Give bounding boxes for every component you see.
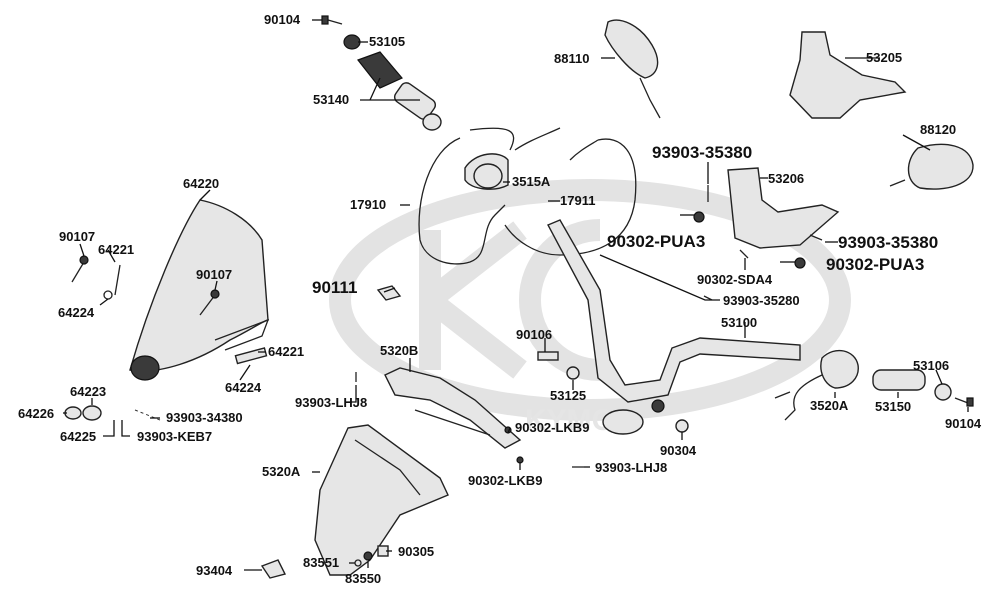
label-93903-35280: 93903-35280: [723, 293, 800, 308]
label-90302-PUA3-a: 90302-PUA3: [607, 232, 705, 251]
label-5320A: 5320A: [262, 464, 301, 479]
nut-90302-PUA3-b[interactable]: [794, 257, 806, 269]
label-64220: 64220: [183, 176, 219, 191]
label-64225: 64225: [60, 429, 96, 444]
handlebar-53100[interactable]: [547, 219, 801, 435]
bracket-90111[interactable]: [376, 285, 402, 301]
label-90305: 90305: [398, 544, 434, 559]
label-3520A: 3520A: [810, 398, 849, 413]
nut-83550[interactable]: [363, 551, 373, 561]
label-90104-top: 90104: [264, 12, 301, 27]
label-64221-a: 64221: [98, 242, 134, 257]
weight-53105[interactable]: [343, 34, 361, 50]
label-53150: 53150: [875, 399, 911, 414]
switch-3515A[interactable]: [464, 153, 509, 190]
screw-90104-right[interactable]: [954, 397, 974, 407]
label-93903-KEB7: 93903-KEB7: [137, 429, 212, 444]
washer-64224-a[interactable]: [103, 290, 113, 300]
label-93903-LHJ8-b: 93903-LHJ8: [595, 460, 667, 475]
label-90107-b: 90107: [196, 267, 232, 282]
grip-53150[interactable]: [872, 369, 926, 391]
label-64226: 64226: [18, 406, 54, 421]
label-90302-SDA4: 90302-SDA4: [697, 272, 773, 287]
label-90302-LKB9-b: 90302-LKB9: [468, 473, 542, 488]
label-64224-a: 64224: [58, 305, 95, 320]
cable-17911[interactable]: [504, 138, 637, 256]
label-64224-b: 64224: [225, 380, 262, 395]
label-17911: 17911: [560, 193, 595, 208]
cover-53206[interactable]: [727, 167, 840, 249]
nut-64226[interactable]: [64, 406, 82, 420]
label-83551: 83551: [303, 555, 339, 570]
nut-90302-SDA4[interactable]: [739, 249, 749, 259]
nut-90304[interactable]: [675, 419, 689, 433]
label-90106: 90106: [516, 327, 552, 342]
label-3515A: 3515A: [512, 174, 551, 189]
label-90302-PUA3-b: 90302-PUA3: [826, 255, 924, 274]
label-90104-right: 90104: [945, 416, 982, 431]
label-93903-34380: 93903-34380: [166, 410, 243, 425]
screw-90104-top[interactable]: [321, 15, 343, 25]
label-53140: 53140: [313, 92, 349, 107]
label-90107-a: 90107: [59, 229, 95, 244]
label-64223: 64223: [70, 384, 106, 399]
label-53125: 53125: [550, 388, 586, 403]
leader-lines: [63, 19, 969, 571]
weight-53106[interactable]: [934, 383, 952, 401]
label-93903-LHJ8-a: 93903-LHJ8: [295, 395, 367, 410]
cable-17910[interactable]: [418, 127, 561, 265]
label-90302-LKB9-a: 90302-LKB9: [515, 420, 589, 435]
label-53100: 53100: [721, 315, 757, 330]
frame-5320B[interactable]: [384, 367, 522, 449]
windscreen-64220[interactable]: [129, 199, 270, 381]
label-93404: 93404: [196, 563, 233, 578]
label-64221-b: 64221: [268, 344, 304, 359]
label-53206: 53206: [768, 171, 804, 186]
nut-90302-PUA3-a[interactable]: [693, 211, 705, 223]
label-90111: 90111: [312, 278, 357, 297]
label-83550: 83550: [345, 571, 381, 586]
screw-93903-35380-b[interactable]: [809, 234, 823, 241]
grip-53140[interactable]: [357, 51, 442, 131]
screw-90107-a[interactable]: [71, 255, 89, 283]
label-5320B: 5320B: [380, 343, 418, 358]
cover-53205[interactable]: [789, 31, 907, 119]
bolt-90106[interactable]: [537, 351, 559, 361]
bolt-64221-a[interactable]: [114, 264, 121, 296]
mirror-88110[interactable]: [604, 19, 661, 119]
part-labels: 90104 53105 53140 88110 53205 88120 9390…: [18, 12, 982, 586]
nut-64223[interactable]: [82, 405, 102, 421]
screw-93903-35280[interactable]: [703, 295, 713, 301]
screw-93903-34380[interactable]: [134, 409, 161, 421]
switch-3520A[interactable]: [774, 349, 859, 421]
mirror-88120[interactable]: [889, 143, 974, 190]
label-88110: 88110: [554, 51, 589, 66]
label-93903-35380-a: 93903-35380: [652, 143, 752, 162]
bulb-93404[interactable]: [260, 559, 287, 579]
label-53106: 53106: [913, 358, 949, 373]
label-88120: 88120: [920, 122, 956, 137]
label-53105: 53105: [369, 34, 405, 49]
label-93903-35380-b: 93903-35380: [838, 233, 938, 252]
bolt-64221-b[interactable]: [234, 347, 268, 365]
label-17910: 17910: [350, 197, 386, 212]
nut-53125[interactable]: [566, 366, 580, 380]
label-53205: 53205: [866, 50, 902, 65]
label-90304: 90304: [660, 443, 697, 458]
